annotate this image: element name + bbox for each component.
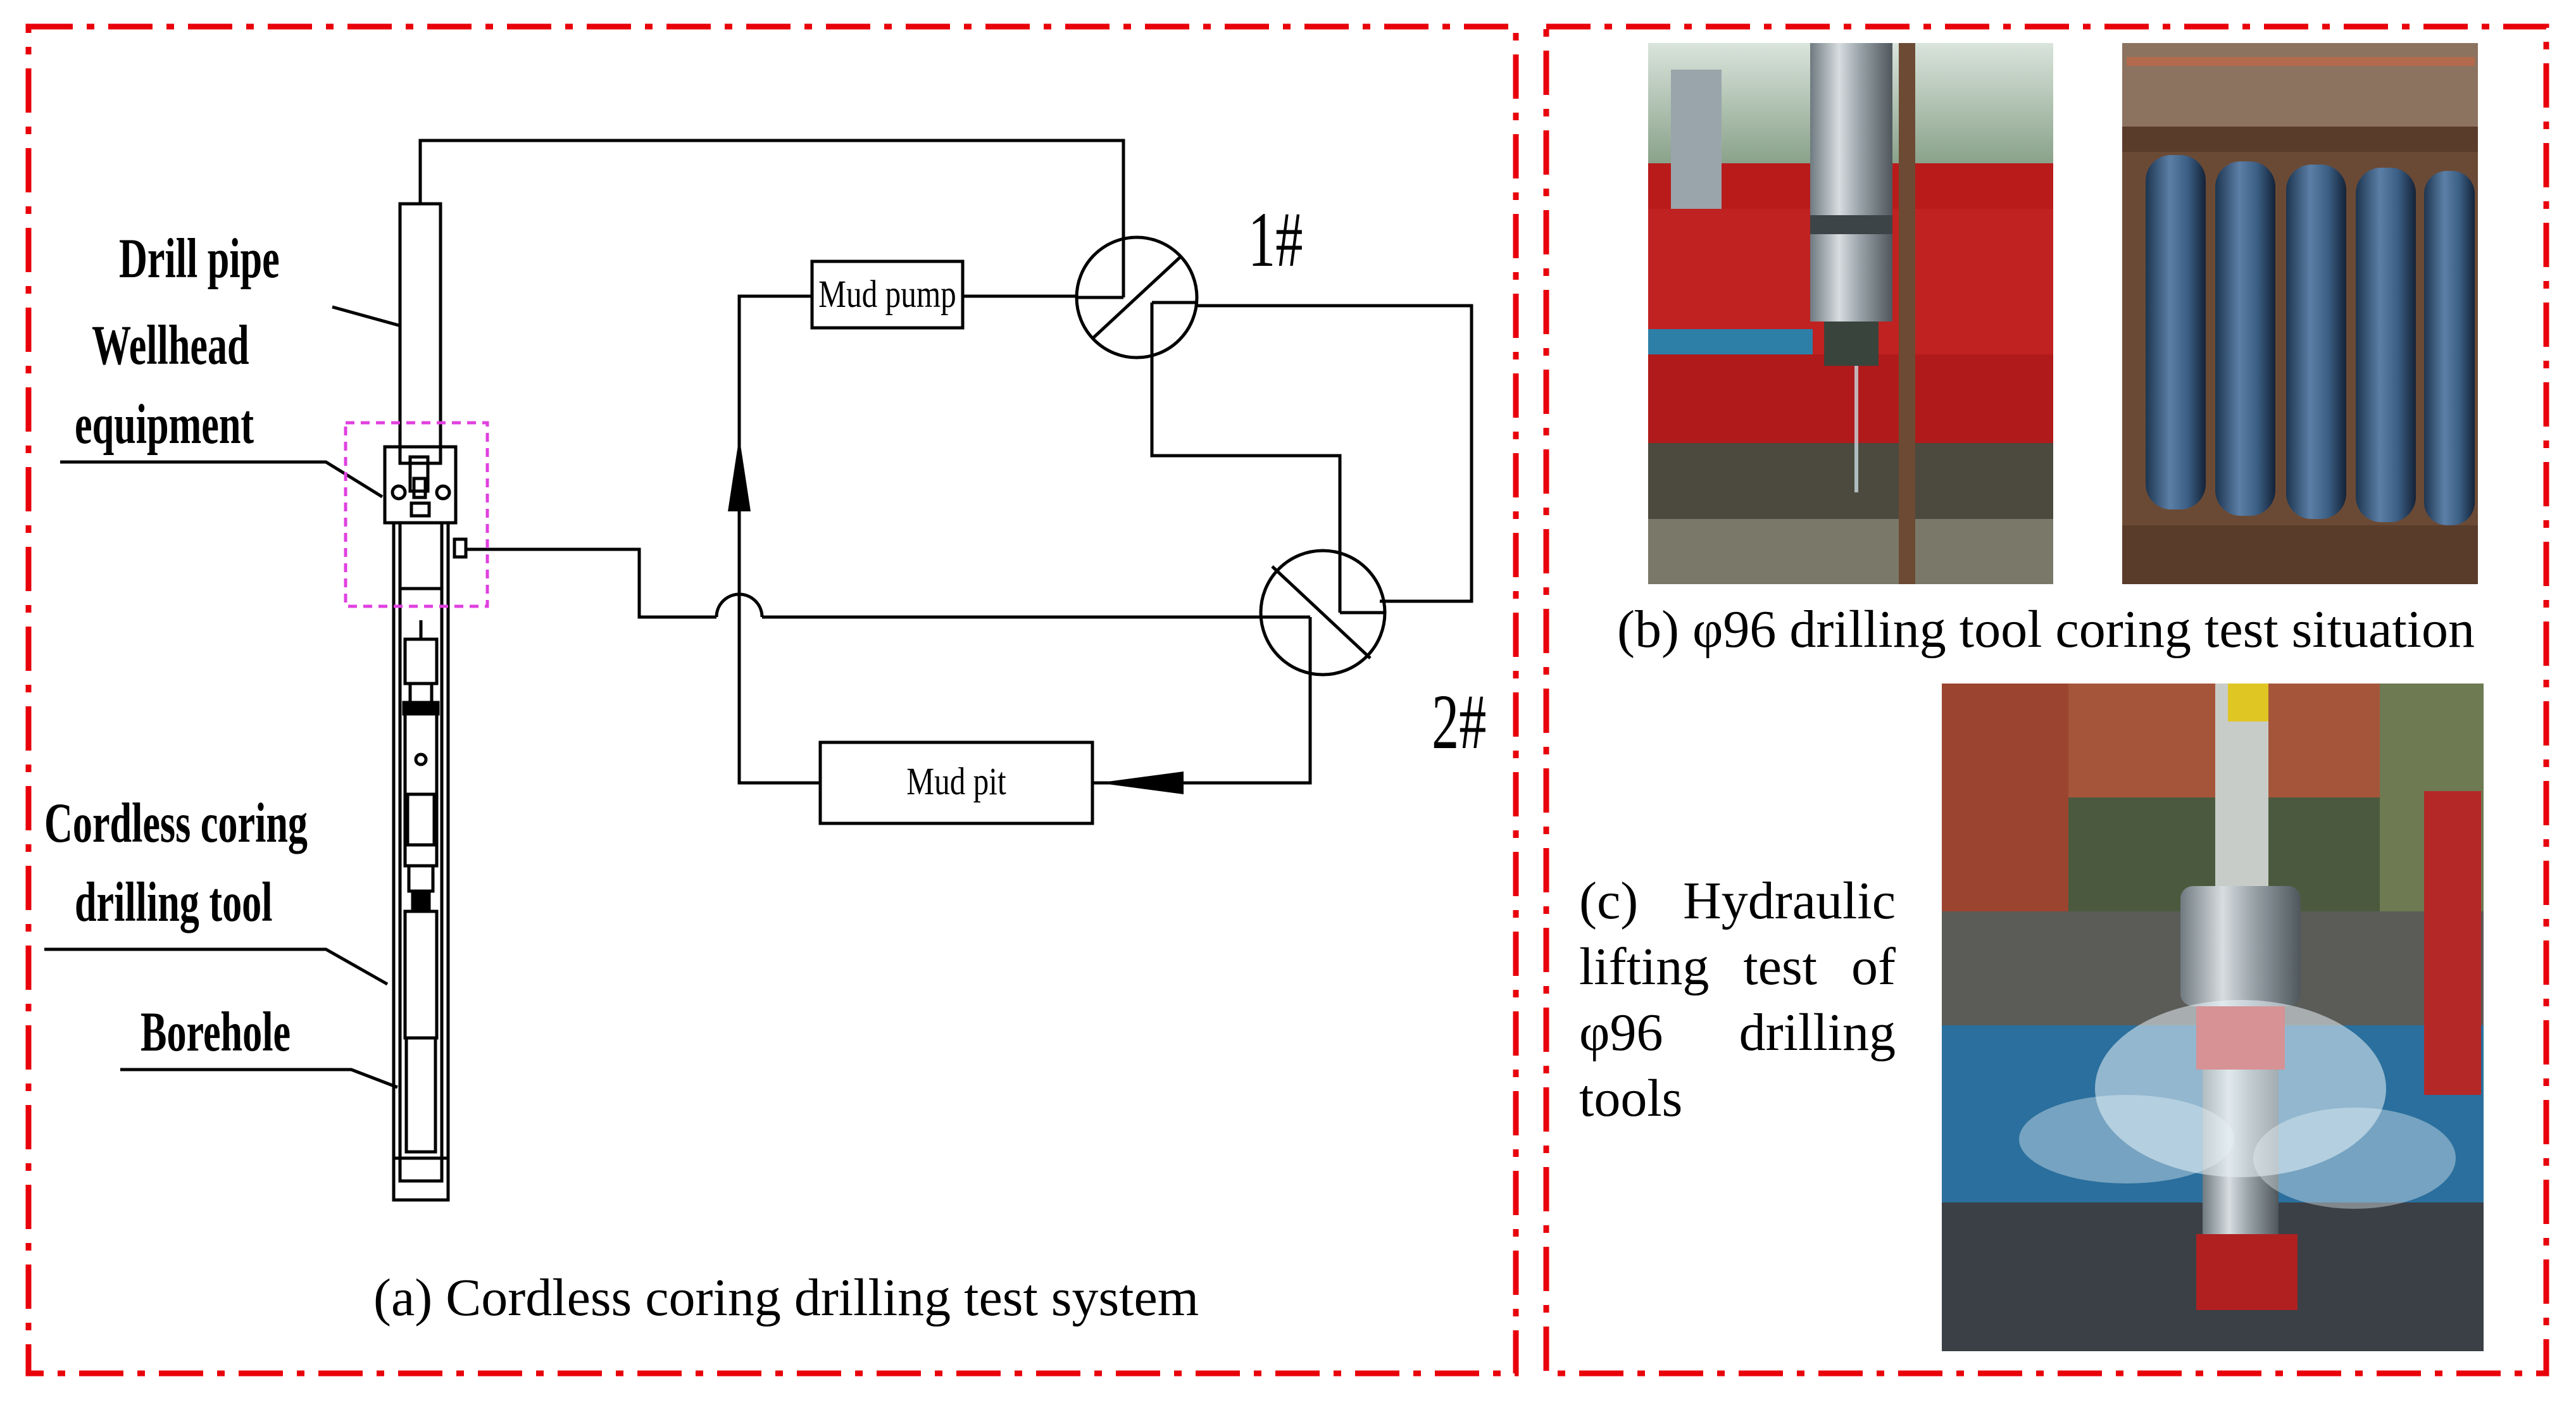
drill-pipe — [398, 202, 442, 465]
label-wellhead-line1: Wellhead — [92, 314, 249, 376]
core-samples-in-tray-photo — [2122, 43, 2478, 584]
wellhead-dashed-outline — [344, 421, 489, 608]
upflow-arrow — [728, 437, 751, 511]
mud-pump-label: Mud pump — [818, 273, 956, 316]
panel-b-caption: (b) φ96 drilling tool coring test situat… — [1617, 600, 2475, 659]
label-cordless-line2: drilling tool — [75, 871, 272, 933]
valve-1-label: 1# — [1248, 197, 1303, 284]
label-wellhead-line2: equipment — [75, 393, 254, 455]
panel-bc-border — [1543, 23, 2549, 1377]
valve-2-label: 2# — [1432, 679, 1486, 766]
panel-a-border — [25, 23, 1519, 1377]
panel-c-caption: (c) Hydraulic lifting test of φ96 drilli… — [1579, 868, 1896, 1132]
label-borehole: Borehole — [141, 1001, 291, 1063]
panel-a-schematic — [44, 139, 1473, 1202]
core-barrel-on-rig-photo — [1648, 43, 2053, 584]
label-cordless-line1: Cordless coring — [44, 792, 308, 854]
mud-pit-label: Mud pit — [906, 760, 1006, 803]
panel-c-caption-line2: lifting test of — [1579, 937, 1896, 996]
hydraulic-lifting-test-photo — [1942, 684, 2484, 1351]
panel-c-caption-line4: tools — [1579, 1069, 1683, 1128]
label-drill-pipe: Drill pipe — [119, 227, 280, 289]
panel-c-caption-line3: φ96 drilling — [1579, 1003, 1896, 1062]
coring-tool — [403, 637, 439, 685]
top-return-line — [418, 139, 1125, 239]
panel-a-caption: (a) Cordless coring drilling test system — [373, 1268, 1199, 1327]
mud-pit-inflow-arrow — [1098, 771, 1184, 794]
panel-c-caption-line1: (c) Hydraulic — [1579, 871, 1896, 930]
